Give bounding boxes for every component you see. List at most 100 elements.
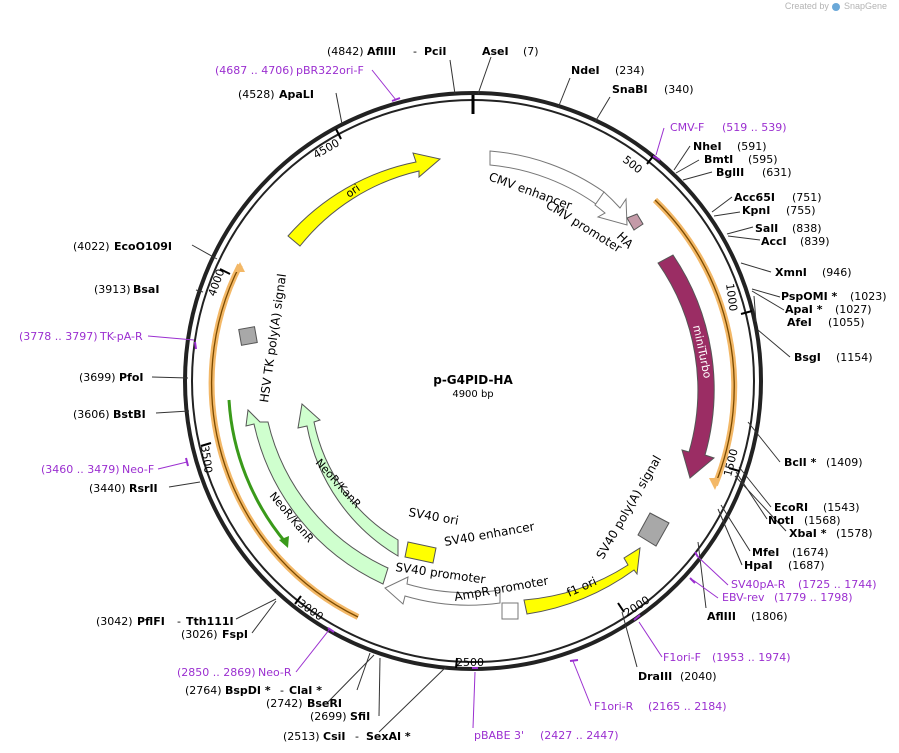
- site-nhei-pos: (591): [737, 140, 767, 153]
- primer-pbr322-range: (4687 .. 4706): [215, 64, 294, 77]
- sv40-polya-feature: [637, 512, 670, 547]
- site-csii-pos: (2513): [283, 730, 320, 743]
- site-rsrii-pos: (3440): [89, 482, 126, 495]
- site-bsai-pos: (3913): [94, 283, 131, 296]
- site-bglii-pos: (631): [762, 166, 792, 179]
- sv40-polya-label: SV40 poly(A) signal: [593, 453, 664, 561]
- site-acc65i-name: Acc65I: [734, 191, 775, 204]
- ampr-promoter-feature: [501, 602, 519, 620]
- site-fspi-name: FspI: [222, 628, 248, 641]
- site-sfii-pos: (2699): [310, 710, 347, 723]
- site-hpai-name: HpaI: [744, 559, 773, 572]
- orf-miniturbo-line: [654, 199, 735, 486]
- site-xbai-name: XbaI *: [789, 527, 827, 540]
- tick-label-1000: 1000: [723, 283, 740, 313]
- site-xmni-pos: (946): [822, 266, 852, 279]
- site-pfoi-pos: (3699): [79, 371, 116, 384]
- site-acc65i-pos: (751): [792, 191, 822, 204]
- site-asei-name: AseI: [482, 45, 509, 58]
- primer-pbabe-range: (2427 .. 2447): [540, 729, 619, 742]
- site-bsai-name: BsaI: [133, 283, 159, 296]
- site-leader-lines: [151, 56, 791, 733]
- site-afliii-top-pos: (4842): [327, 45, 364, 58]
- site-bcli-pos: (1409): [826, 456, 863, 469]
- site-bstbi-pos: (3606): [73, 408, 110, 421]
- site-apali-name: ApaLI: [279, 88, 314, 101]
- site-asei-pos: (7): [523, 45, 539, 58]
- site-afliii-top-sep: -: [413, 45, 417, 58]
- primer-sv40par-range: (1725 .. 1744): [798, 578, 877, 591]
- site-psppomi-pos: (1023): [850, 290, 887, 303]
- neokanr-outer-feature: [245, 408, 389, 585]
- site-draiii-name: DraIII: [638, 670, 672, 683]
- site-mfei-pos: (1674): [792, 546, 829, 559]
- site-pflfi-sep: -: [177, 615, 181, 628]
- site-pflfi-name: PflFI: [137, 615, 165, 628]
- site-bstbi-name: BstBI: [113, 408, 146, 421]
- site-sali-name: SalI: [755, 222, 778, 235]
- ori-feature: [287, 152, 442, 247]
- site-apai-name: ApaI *: [785, 303, 823, 316]
- site-bcli-name: BclI *: [784, 456, 817, 469]
- site-afliii-right-pos: (1806): [751, 610, 788, 623]
- site-afei-pos: (1055): [828, 316, 865, 329]
- primer-ebvrev-range: (1779 .. 1798): [774, 591, 853, 604]
- primer-marks: [185, 97, 699, 669]
- primer-sv40par-name: SV40pA-R: [731, 578, 786, 591]
- tick-label-2500: 2500: [456, 656, 484, 669]
- site-draiii-pos: (2040): [680, 670, 717, 683]
- site-bspdi-pos: (2764): [185, 684, 222, 697]
- plasmid-size: 4900 bp: [452, 389, 493, 400]
- site-bspdi-sep: -: [280, 684, 284, 697]
- primer-f1orir-name: F1ori-R: [594, 700, 634, 713]
- sv40-promoter-label: SV40 promoter: [395, 560, 487, 586]
- site-ecori-name: EcoRI: [774, 501, 808, 514]
- site-noti-name: NotI: [768, 514, 794, 527]
- primer-neof-name: Neo-F: [122, 463, 154, 476]
- credit-prefix: Created by: [784, 1, 829, 11]
- site-fspi-pos: (3026): [181, 628, 218, 641]
- site-acci-pos: (839): [800, 235, 830, 248]
- site-sfii-name: SfiI: [350, 710, 370, 723]
- site-bmti-name: BmtI: [704, 153, 733, 166]
- site-bglii-name: BglII: [716, 166, 744, 179]
- snapgene-logo-icon: [832, 2, 841, 11]
- site-xbai-pos: (1578): [836, 527, 873, 540]
- site-psppomi-name: PspOMI *: [781, 290, 838, 303]
- primer-tkpar-name: TK-pA-R: [99, 330, 143, 343]
- primer-f1orif-range: (1953 .. 1974): [712, 651, 791, 664]
- primer-neof-range: (3460 .. 3479): [41, 463, 120, 476]
- site-ecoo109i-name: EcoO109I: [114, 240, 172, 253]
- site-csii-sep: -: [355, 730, 359, 743]
- site-mfei-name: MfeI: [752, 546, 779, 559]
- site-afliii-right-name: AflIII: [707, 610, 736, 623]
- sv40-promoter-feature: [384, 576, 501, 606]
- site-pflfi-pos: (3042): [96, 615, 133, 628]
- credit-brand: SnapGene: [843, 1, 887, 11]
- primer-cmvf-name: CMV-F: [670, 121, 704, 134]
- site-ndei-pos: (234): [615, 64, 645, 77]
- site-ecoo109i-pos: (4022): [73, 240, 110, 253]
- site-bsgi-pos: (1154): [836, 351, 873, 364]
- site-ndei-name: NdeI: [571, 64, 600, 77]
- neokanr-inner-feature: [297, 403, 399, 557]
- neo-green-arc: [227, 399, 288, 544]
- site-nhei-name: NheI: [693, 140, 722, 153]
- hsv-tk-box: [238, 326, 258, 346]
- site-afliii-top-name: AflIII: [367, 45, 396, 58]
- site-sali-pos: (838): [792, 222, 822, 235]
- site-sexai-name: SexAI *: [366, 730, 411, 743]
- primer-cmvf-range: (519 .. 539): [722, 121, 787, 134]
- site-clai-name: ClaI *: [289, 684, 322, 697]
- site-csii-name: CsiI: [323, 730, 345, 743]
- site-bspdi-name: BspDI *: [225, 684, 271, 697]
- orf-miniturbo-head: [709, 478, 720, 490]
- site-noti-pos: (1568): [804, 514, 841, 527]
- site-apai-pos: (1027): [835, 303, 872, 316]
- sv40-ori-feature: [404, 541, 437, 564]
- tick-marks: [200, 128, 753, 669]
- cmv-promoter-feature: [594, 191, 628, 226]
- sv40-ori-label: SV40 ori: [407, 505, 459, 528]
- primer-tkpar-range: (3778 .. 3797): [19, 330, 98, 343]
